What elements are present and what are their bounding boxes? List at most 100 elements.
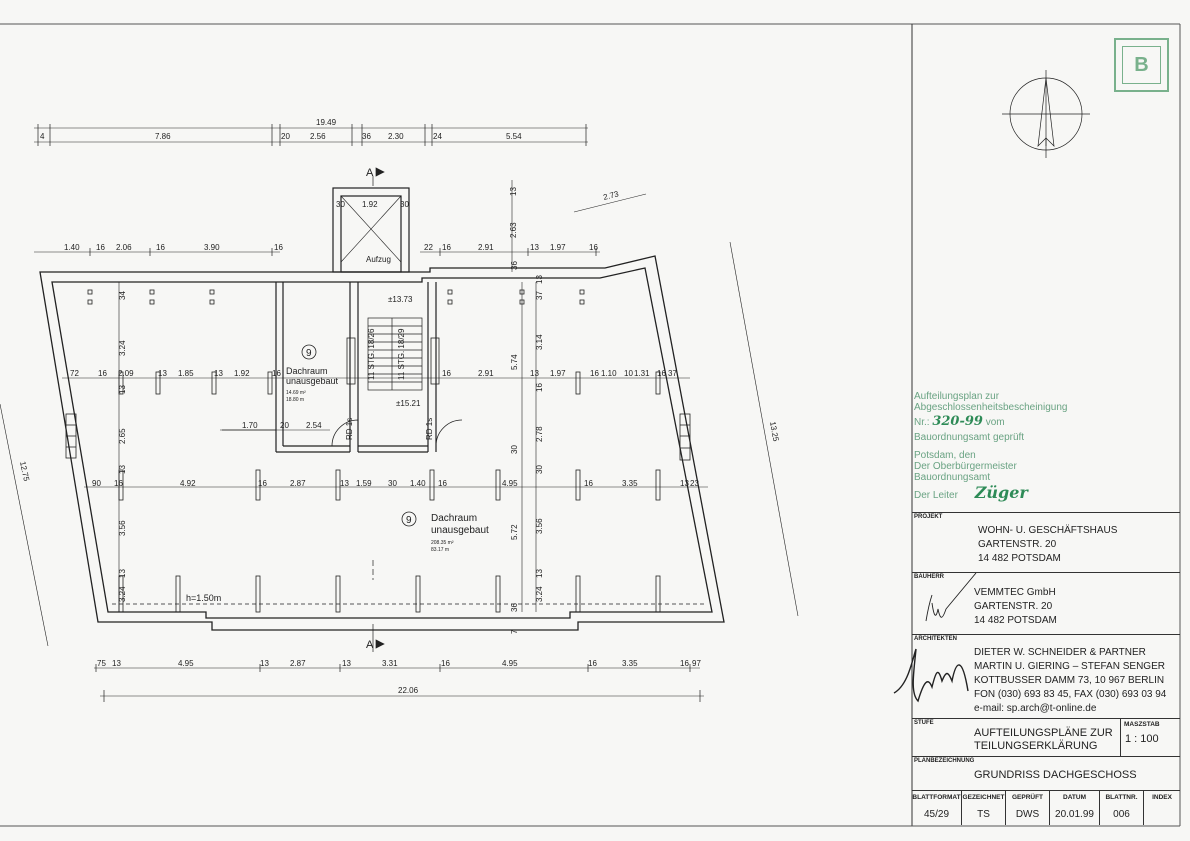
projekt-line-1: WOHN- U. GESCHÄFTSHAUS xyxy=(978,525,1118,536)
stair xyxy=(346,317,440,391)
dims-row-lower: 90 16 4.92 16 2.87 13 1.59 30 1.40 16 4.… xyxy=(92,479,699,488)
dim: 1.59 xyxy=(356,479,372,488)
dim: 16 xyxy=(680,659,689,668)
outer-walls xyxy=(39,255,725,631)
bauherr-line-2: GARTENSTR. 20 xyxy=(974,601,1053,612)
dim: 1.31 xyxy=(634,369,650,378)
dim-slant-top: 2.73 xyxy=(602,189,620,202)
dim: 2.56 xyxy=(310,132,326,141)
col-value: TS xyxy=(977,809,990,820)
room-number-circle xyxy=(301,344,317,360)
dim: 16 xyxy=(98,369,107,378)
room-number: 9 xyxy=(406,515,412,526)
info-table: BLATTFORMAT 45/29 GEZEICHNET TS GEPRÜFT … xyxy=(912,790,1180,825)
dim: 2.30 xyxy=(388,132,404,141)
green-line-4: Bauordnungsamt geprüft xyxy=(914,432,1025,443)
height-note: h=1.50m xyxy=(186,593,221,603)
dim: 13 xyxy=(342,659,351,668)
dim: 4 xyxy=(40,132,45,141)
architekten-line-4: FON (030) 693 83 45, FAX (030) 693 03 94 xyxy=(974,689,1167,700)
dims-vertical: 3.24 2.65 3.56 3.24 13 13 13 5.74 2.78 5… xyxy=(118,261,544,634)
label-architekten: ARCHITEKTEN xyxy=(914,636,957,642)
dim: 16 xyxy=(584,479,593,488)
dim: 4.95 xyxy=(178,659,194,668)
dim: 13 xyxy=(340,479,349,488)
dim: 13 xyxy=(118,385,127,394)
col-head: GEPRÜFT xyxy=(1011,794,1044,801)
dim: 13 xyxy=(535,569,544,578)
dim: 7.86 xyxy=(155,132,171,141)
dim: 1.70 xyxy=(242,421,258,430)
dim: 37 xyxy=(668,369,677,378)
room-sub: unausgebaut xyxy=(286,376,339,386)
dims-bottom: 75 13 4.95 13 2.87 13 3.31 16 4.95 16 3.… xyxy=(18,421,780,695)
dim: 90 xyxy=(92,479,101,488)
label-projekt: PROJEKT xyxy=(914,514,943,520)
dim: 7 xyxy=(510,629,519,634)
green-leiter: Der Leiter xyxy=(914,490,958,501)
architekten-line-3: KOTTBUSSER DAMM 73, 10 967 BERLIN xyxy=(974,675,1165,686)
dim: 36 xyxy=(510,603,519,612)
dim-right-slant: 13.25 xyxy=(768,421,780,443)
architekten-line-2: MARTIN U. GIERING – STEFAN SENGER xyxy=(974,661,1165,672)
dim: 3.24 xyxy=(118,586,127,602)
dim: 13 xyxy=(509,187,518,196)
dim: 3.31 xyxy=(382,659,398,668)
room-name: Dachraum xyxy=(431,513,477,524)
dim: 23 xyxy=(690,479,699,488)
architekt-signature xyxy=(893,648,969,703)
stamp-letter: B xyxy=(1122,46,1161,84)
dim: 1.97 xyxy=(550,243,566,252)
dim-shaft-width: 1.92 xyxy=(362,200,378,209)
dim: 13 xyxy=(158,369,167,378)
dim: 16 xyxy=(156,243,165,252)
dim-top-total: 19.49 xyxy=(316,118,337,127)
stufe-line-1: AUFTEILUNGSPLÄNE ZUR xyxy=(974,727,1113,739)
dim: 3.35 xyxy=(622,659,638,668)
door-label: RD 1s xyxy=(425,418,434,440)
dimension-ticks xyxy=(37,124,701,702)
dim: 1.10 xyxy=(601,369,617,378)
green-line-1: Aufteilungsplan zur xyxy=(914,391,1000,402)
dim: 16 xyxy=(96,243,105,252)
col-value: 006 xyxy=(1113,809,1130,820)
dim: 16 xyxy=(657,369,666,378)
dim: 22 xyxy=(424,243,433,252)
dim: 4.95 xyxy=(502,479,518,488)
dim: 16 xyxy=(589,243,598,252)
dim: 10 xyxy=(624,369,633,378)
dim: 37 xyxy=(535,291,544,300)
dim: 16 xyxy=(441,659,450,668)
dim: 2.87 xyxy=(290,659,306,668)
dims-row-middle: 72 16 2.09 13 1.85 13 1.92 16 16 2.91 13… xyxy=(70,369,677,430)
room-number: 9 xyxy=(306,348,312,359)
green-nr-mid: vom xyxy=(985,417,1005,428)
bauherr-line-3: 14 482 POTSDAM xyxy=(974,615,1057,626)
green-line-8: Der Leiter Züger xyxy=(914,485,1028,501)
section-line-a xyxy=(372,167,385,652)
section-bauherr: BAUHERR VEMMTEC GmbH GARTENSTR. 20 14 48… xyxy=(912,572,1180,634)
dim: 2.91 xyxy=(478,243,494,252)
knee-wall-posts xyxy=(87,289,705,613)
dim: 2.87 xyxy=(290,479,306,488)
bauherr-line-1: VEMMTEC GmbH xyxy=(974,587,1056,598)
dim: 16 xyxy=(442,369,451,378)
architekten-line-5: e-mail: sp.arch@t-online.de xyxy=(974,703,1097,714)
massstab-cell: MASZSTAB 1 : 100 xyxy=(1120,719,1180,757)
room-name: Dachraum xyxy=(286,366,328,376)
green-nr-prefix: Nr.: xyxy=(914,417,930,428)
stair-label: 11 STG. 18/29 xyxy=(397,328,406,380)
dim: 13 xyxy=(530,369,539,378)
projekt-line-2: GARTENSTR. 20 xyxy=(978,539,1057,550)
windows xyxy=(65,413,691,461)
dims-row-upper: 1.40 16 2.06 16 3.90 16 22 16 2.91 13 1.… xyxy=(64,187,620,252)
col-head: BLATTNR. xyxy=(1105,794,1138,801)
section-stufe: STUFE AUFTEILUNGSPLÄNE ZUR TEILUNGSERKLÄ… xyxy=(912,718,1180,757)
stair-labels: 11 STG. 18/26 11 STG. 18/29 ±13.73 ±15.2… xyxy=(345,167,434,651)
cell-datum: DATUM 20.01.99 xyxy=(1050,791,1100,825)
dim: 3.90 xyxy=(204,243,220,252)
section-projekt: PROJEKT WOHN- U. GESCHÄFTSHAUS GARTENSTR… xyxy=(912,512,1180,572)
dim: 13 xyxy=(214,369,223,378)
dim-left-slant: 12.75 xyxy=(18,461,31,483)
dim: 2.63 xyxy=(509,222,518,238)
